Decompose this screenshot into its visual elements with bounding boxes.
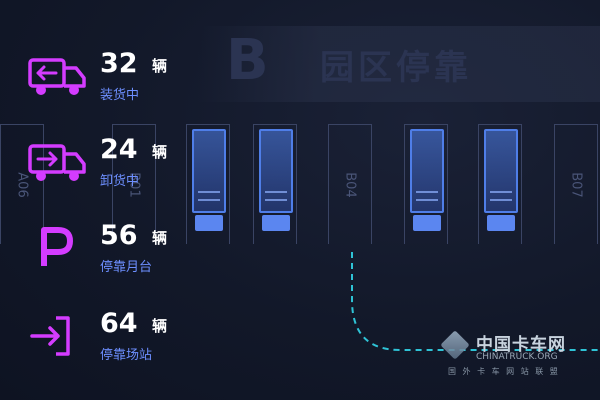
stat-value: 64: [100, 308, 138, 339]
zone-title: 园区停靠: [320, 48, 472, 88]
stat-label: 装货中: [100, 88, 140, 103]
stat-unit: 辆: [152, 57, 168, 75]
watermark-en: CHINATRUCK.ORG: [476, 352, 558, 362]
parking-slot-occupied[interactable]: [478, 124, 522, 244]
stat-unit: 辆: [152, 143, 168, 161]
zone-header-band: [198, 26, 600, 102]
stat-unit: 辆: [152, 317, 168, 335]
stat-label: 卸货中: [100, 174, 140, 189]
stat-value: 24: [100, 134, 138, 165]
watermark-cn: 中国卡车网: [476, 335, 566, 355]
stat-loading: 32 辆 装货中: [28, 48, 188, 118]
parking-slot[interactable]: B04: [328, 124, 372, 244]
watermark: 中国卡车网 CHINATRUCK.ORG 国 外 卡 车 网 站 联 盟: [440, 330, 595, 380]
stat-dock-parking: 56 辆 停靠月台: [28, 220, 188, 290]
stat-label: 停靠场站: [100, 348, 153, 363]
zone-letter: B: [226, 28, 269, 93]
stat-value: 56: [100, 220, 138, 251]
stat-label: 停靠月台: [100, 260, 153, 275]
stat-value: 32: [100, 48, 138, 79]
zone-header: B 园区停靠: [0, 0, 600, 115]
stat-unloading: 24 辆 卸货中: [28, 134, 188, 204]
stat-unit: 辆: [152, 229, 168, 247]
truck-topview-icon: [484, 129, 518, 235]
watermark-sub: 国 外 卡 车 网 站 联 盟: [448, 367, 560, 376]
truck-unloading-icon: [28, 144, 86, 181]
parking-p-icon: [41, 227, 73, 266]
truck-loading-icon: [28, 58, 86, 95]
parking-slot[interactable]: B07: [554, 124, 598, 244]
stat-yard-parking: 64 辆 停靠场站: [28, 308, 188, 378]
parking-slot-occupied[interactable]: [253, 124, 297, 244]
parking-slot[interactable]: B01: [112, 124, 156, 244]
truck-topview-icon: [192, 129, 226, 235]
parking-slot[interactable]: A06: [0, 124, 44, 244]
watermark-logo-icon: [440, 330, 470, 360]
enter-icon: [30, 316, 70, 356]
parking-slot-occupied[interactable]: [186, 124, 230, 244]
truck-topview-icon: [259, 129, 293, 235]
parking-slot-occupied[interactable]: [404, 124, 448, 244]
truck-topview-icon: [410, 129, 444, 235]
